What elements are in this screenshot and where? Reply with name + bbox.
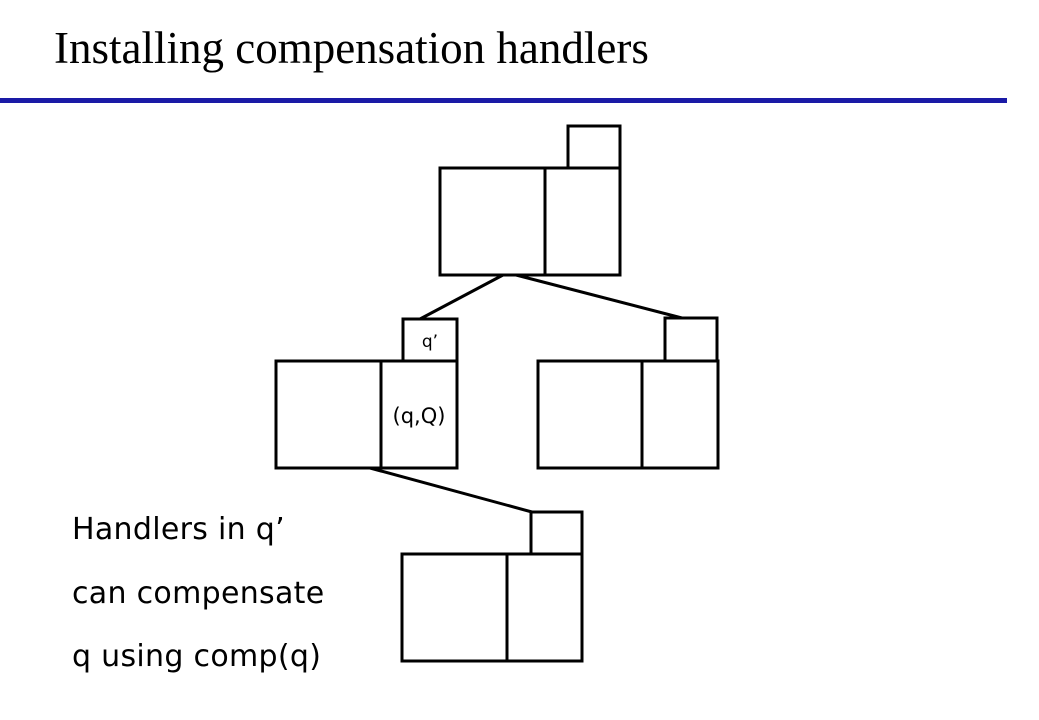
caption-line-2: can compensate — [72, 576, 325, 611]
slide-title: Installing compensation handlers — [54, 23, 649, 73]
title-underline — [0, 98, 1007, 103]
caption-line-1: Handlers in q’ — [72, 512, 285, 547]
edge-left-to-bottom — [369, 466, 533, 514]
bottom-node-box — [400, 552, 584, 663]
left-node-box — [274, 359, 459, 470]
caption-line-3: q using comp(q) — [72, 639, 322, 674]
edge-top-to-right — [515, 273, 683, 320]
right-node-box — [536, 359, 720, 470]
edge-top-to-left — [419, 273, 504, 321]
top-node-handler-box — [566, 124, 622, 170]
handler-label: q’ — [422, 332, 438, 352]
bottom-node-handler-box — [529, 510, 584, 556]
top-node-box — [438, 166, 622, 277]
scope-label: (q,Q) — [393, 404, 446, 428]
right-node-handler-box — [663, 316, 719, 363]
